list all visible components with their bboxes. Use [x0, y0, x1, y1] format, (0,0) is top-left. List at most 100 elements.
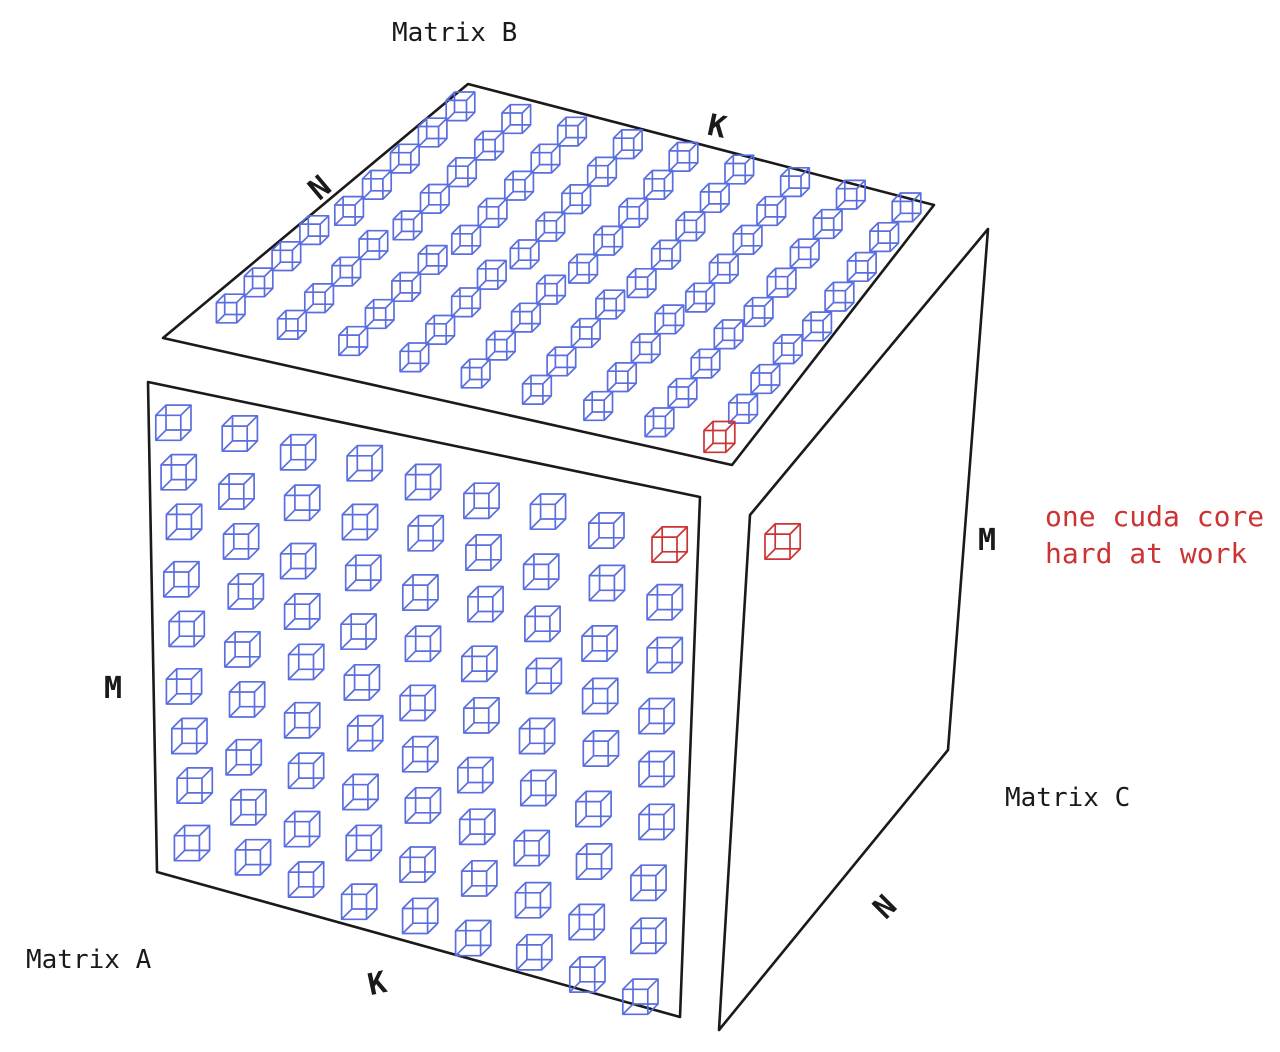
core-icon: [456, 756, 494, 794]
core-icon: [643, 169, 674, 200]
core-icon: [404, 786, 442, 824]
core-icon: [229, 788, 267, 826]
core-icon: [570, 317, 601, 349]
core-icon: [463, 482, 500, 520]
core-icon: [756, 195, 787, 227]
core-icon: [588, 564, 626, 602]
core-icon: [638, 803, 676, 841]
core-icon: [675, 211, 706, 242]
core-icon: [407, 514, 445, 552]
core-icon: [630, 333, 661, 364]
core-icon: [283, 810, 321, 848]
core-icon: [340, 883, 378, 921]
core-icon: [644, 407, 675, 438]
matrix-a-plane: [146, 380, 702, 1019]
core-icon: [467, 585, 504, 623]
core-icon: [283, 701, 321, 739]
core-icon: [546, 346, 577, 377]
core-icon: [595, 289, 626, 320]
core-icon: [699, 182, 730, 214]
core-icon: [501, 103, 532, 135]
core-icon: [446, 157, 478, 188]
core-icon: [221, 415, 259, 452]
core-icon: [168, 610, 206, 648]
matrix-a-k-axis-label: K: [365, 965, 390, 1003]
matrix-a-m-axis-label: M: [104, 671, 122, 706]
core-icon: [458, 808, 496, 846]
matrix-a-label: Matrix A: [26, 945, 152, 975]
core-icon: [279, 542, 317, 580]
core-icon: [173, 824, 211, 862]
core-icon: [567, 253, 599, 284]
core-icon: [345, 824, 383, 862]
core-icon: [276, 309, 308, 340]
core-icon: [668, 141, 699, 172]
core-icon: [404, 463, 442, 501]
core-icon: [399, 342, 430, 373]
core-icon: [364, 298, 395, 330]
core-icon: [346, 444, 384, 482]
core-icon: [404, 625, 442, 663]
core-icon: [176, 767, 214, 804]
core-icon: [638, 697, 676, 735]
core-icon: [650, 239, 682, 270]
core-icon: [582, 730, 620, 767]
annotation-line-2: hard at work: [1045, 537, 1247, 570]
core-icon: [154, 404, 192, 442]
core-icon: [513, 829, 551, 867]
core-icon: [477, 197, 508, 228]
core-icon: [279, 433, 317, 471]
core-icon: [575, 790, 612, 828]
core-icon: [638, 750, 676, 788]
core-icon: [690, 348, 721, 379]
active-core-group: [651, 420, 802, 563]
core-icon: [465, 534, 502, 571]
core-icon: [340, 613, 378, 651]
core-icon: [450, 224, 482, 255]
core-icon: [358, 229, 389, 261]
core-icon: [812, 208, 843, 240]
matrix-c-label: Matrix C: [1005, 783, 1130, 813]
core-icon: [234, 838, 272, 876]
core-icon: [708, 253, 739, 284]
core-icon: [568, 956, 606, 993]
core-icon: [561, 184, 592, 215]
core-icon: [583, 390, 614, 422]
core-icon: [667, 377, 698, 409]
core-icon: [343, 663, 381, 701]
core-icon: [789, 238, 820, 269]
core-icon: [646, 583, 684, 621]
core-icon: [518, 717, 556, 755]
core-icon: [724, 154, 755, 185]
core-icon: [283, 593, 321, 630]
matrix-c-n-axis-label: N: [866, 889, 904, 927]
core-icon: [772, 334, 803, 365]
matrix-c-plane: [717, 227, 990, 1032]
core-icon: [454, 919, 492, 957]
core-icon: [283, 484, 321, 522]
matrix-b-k-axis-label: K: [705, 108, 730, 146]
core-icon: [630, 917, 667, 955]
matrix-c-m-axis-label: M: [978, 523, 996, 558]
core-icon: [521, 374, 553, 405]
core-icon: [218, 473, 255, 510]
core-icon: [287, 643, 325, 681]
core-icon: [361, 169, 393, 200]
active-core-c-icon: [764, 523, 802, 560]
core-icon: [401, 574, 439, 611]
core-icon: [606, 362, 638, 393]
core-icon: [460, 859, 498, 897]
core-icon: [333, 195, 365, 227]
core-icon: [824, 281, 855, 312]
core-icon: [801, 311, 833, 342]
core-icon: [344, 554, 382, 592]
core-icon: [621, 978, 659, 1016]
core-icon: [341, 503, 379, 541]
core-icon: [515, 933, 553, 971]
core-icon: [575, 843, 613, 880]
core-icon: [342, 773, 379, 811]
core-icon: [160, 453, 198, 491]
core-icon: [581, 625, 619, 662]
core-icon: [227, 572, 265, 610]
